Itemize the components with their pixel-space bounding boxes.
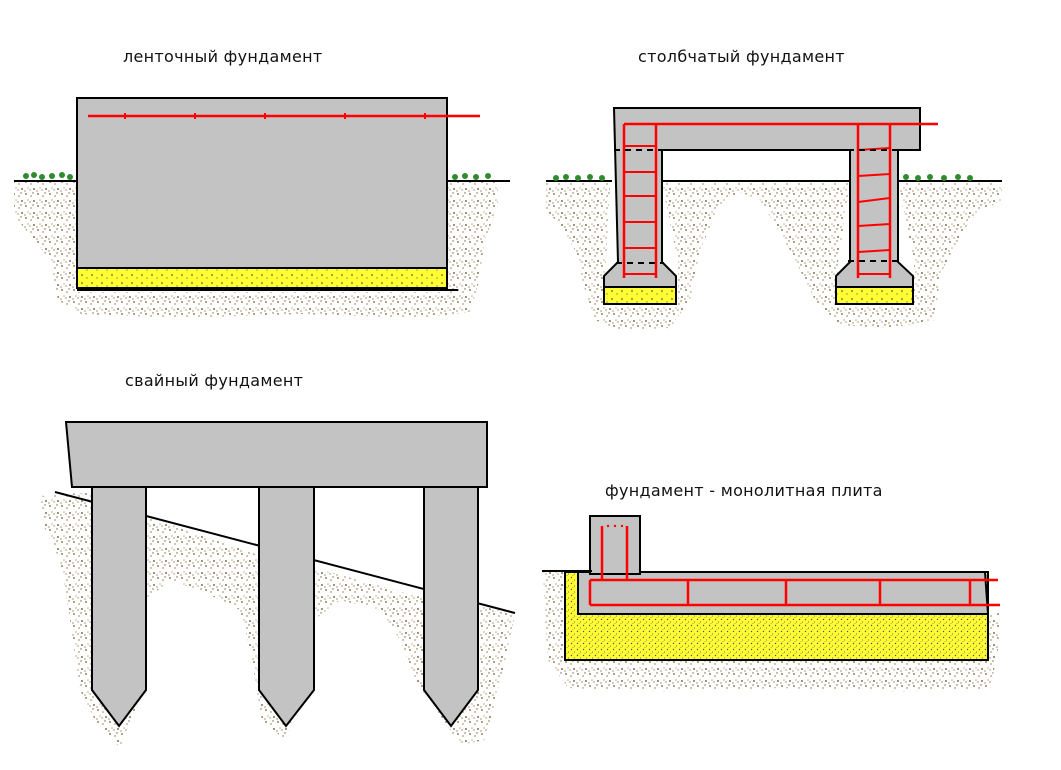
slab-foundation-label: фундамент - монолитная плита xyxy=(605,481,883,500)
slab-foundation xyxy=(542,515,1000,692)
column-soil xyxy=(546,183,1002,330)
slab-wall xyxy=(589,515,641,575)
strip-rebar-marks xyxy=(124,113,426,119)
column-grass-left xyxy=(553,174,605,181)
strip-soil xyxy=(14,182,498,318)
slab-rebar xyxy=(588,526,1000,607)
slab-soil xyxy=(543,572,1000,692)
pile-2 xyxy=(258,486,315,728)
strip-grass-right xyxy=(452,173,491,180)
pile-foundation xyxy=(40,421,516,748)
column-grass-right xyxy=(903,174,973,181)
slab-wall-rebar-dots xyxy=(606,524,624,528)
pile-1 xyxy=(91,486,147,728)
column-right-sand xyxy=(835,286,914,305)
column-left-stirrups xyxy=(624,145,656,275)
strip-grass-left xyxy=(23,172,73,180)
pile-foundation-label: свайный фундамент xyxy=(125,371,303,390)
column-dashed-lines xyxy=(614,149,898,264)
strip-concrete xyxy=(76,97,448,269)
column-left-sand xyxy=(603,286,677,305)
strip-sand-layer xyxy=(76,267,448,289)
strip-foundation-label: ленточный фундамент xyxy=(123,47,323,66)
pile-3 xyxy=(423,486,479,728)
column-foundation-label: столбчатый фундамент xyxy=(638,47,845,66)
column-foundation xyxy=(546,107,1002,330)
slab-concrete xyxy=(577,571,990,615)
strip-foundation xyxy=(14,97,510,318)
pile-grillage xyxy=(64,421,488,488)
